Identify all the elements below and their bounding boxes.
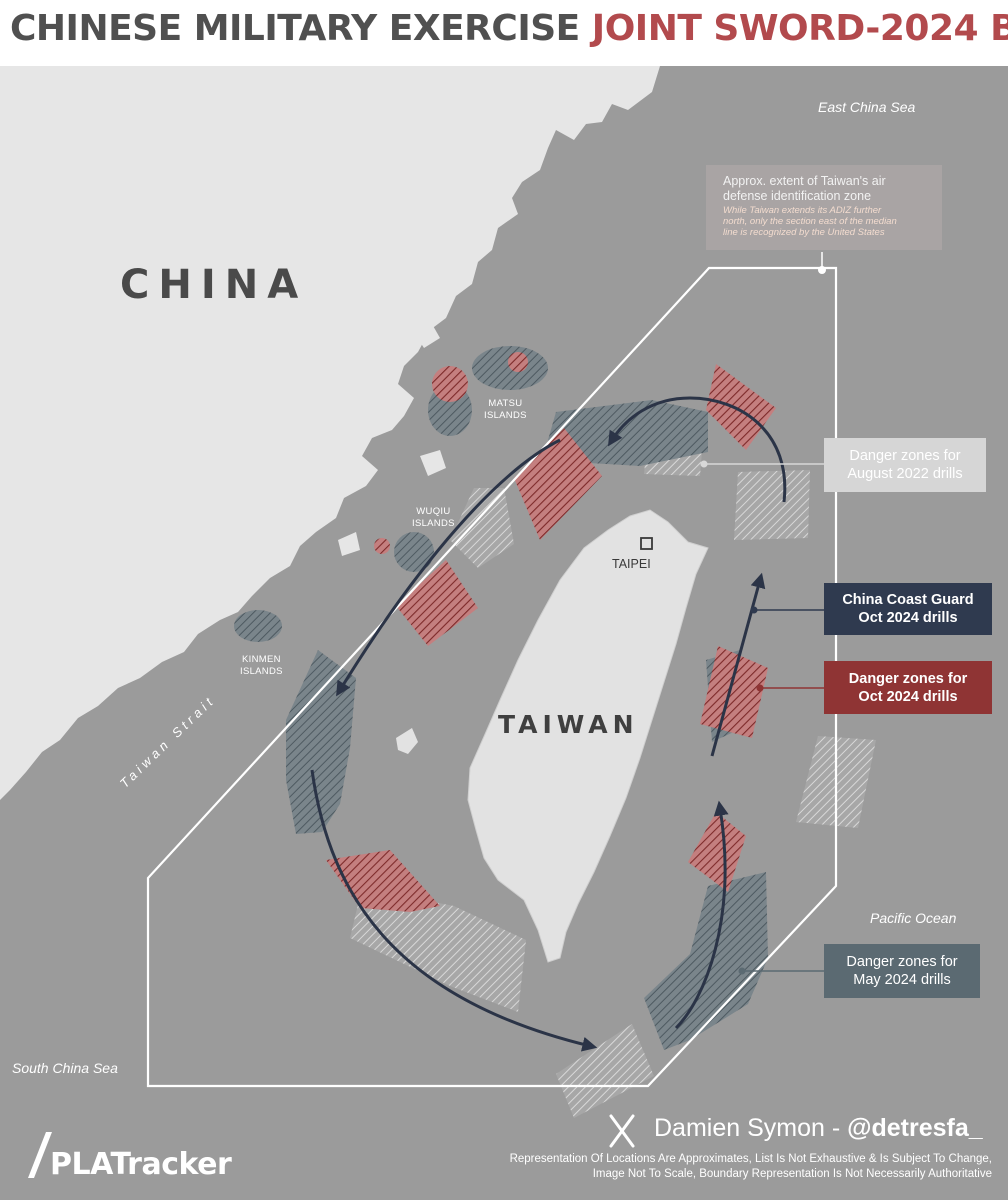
east-china-sea-label: East China Sea [818, 99, 916, 115]
wuqiu-islands-label: WUQIU ISLANDS [412, 506, 455, 530]
coast-guard-arrow-west [336, 438, 561, 697]
may2024-zone-southeast [644, 872, 768, 1050]
legend-coast-guard: China Coast Guard Oct 2024 drills [824, 583, 992, 635]
penghu-islands [396, 728, 418, 754]
platracker-brand: PLATracker [50, 1147, 232, 1182]
oct2024-zone-west [396, 560, 478, 646]
disclaimer-line-1: Representation Of Locations Are Approxim… [509, 1153, 992, 1165]
adiz-note-box: Approx. extent of Taiwan's air defense i… [706, 165, 942, 250]
legend-may2024-line-2: May 2024 drills [853, 972, 951, 988]
adiz-note-italic-line: north, only the section east of the medi… [723, 216, 897, 227]
coast-guard-arrow-southeast [674, 800, 729, 1030]
legend-aug2022: Danger zones for August 2022 drills [824, 438, 986, 492]
coast-guard-arrow-north [607, 396, 787, 503]
author-name: Damien Symon - [654, 1114, 848, 1142]
pacific-ocean-label: Pacific Ocean [870, 910, 957, 926]
adiz-note-italic-line: line is recognized by the United States [723, 227, 885, 238]
taiwan-label: TAIWAN [498, 710, 639, 739]
legend-leader-aug2022-dot [700, 460, 708, 468]
may2024-zone-north [548, 400, 708, 466]
title-bar: CHINESE MILITARY EXERCISE JOINT SWORD-20… [0, 0, 1008, 66]
author-handle: @detresfa_ [847, 1114, 983, 1142]
legend-leader-may2024-dot [738, 967, 746, 975]
legend-leader-oct2024-dot [756, 684, 764, 692]
legend-oct2024-line-1: Danger zones for [848, 670, 968, 687]
legend-oct2024-line-2: Oct 2024 drills [858, 688, 958, 705]
adiz-note-heading-line: defense identification zone [723, 189, 872, 203]
coastal-island [338, 532, 360, 556]
coast-guard-arrow-southwest [310, 769, 598, 1052]
china-landmass [0, 66, 660, 800]
coastal-island [412, 324, 440, 348]
platracker-logo-slash [28, 1132, 52, 1178]
legend-coast-guard-line-2: Oct 2024 drills [858, 610, 958, 626]
adiz-note-italic: While Taiwan extends its ADIZ further no… [706, 204, 942, 238]
title-part-1: CHINESE MILITARY EXERCISE [10, 8, 580, 49]
kinmen-islands-label: KINMEN ISLANDS [240, 654, 283, 678]
adiz-note-heading: Approx. extent of Taiwan's air defense i… [706, 165, 942, 204]
wuqiu-label-line-1: WUQIU [416, 506, 451, 517]
adiz-marker-dot [818, 266, 826, 274]
oct2024-zone-wuqiu [374, 538, 390, 554]
matsu-islands-label: MATSU ISLANDS [484, 398, 527, 422]
kinmen-label-line-2: ISLANDS [240, 666, 283, 677]
disclaimer: Representation Of Locations Are Approxim… [510, 1152, 992, 1182]
legend-may2024: Danger zones for May 2024 drills [824, 944, 980, 998]
adiz-note-heading-line: Approx. extent of Taiwan's air [723, 174, 886, 188]
oct2024-zone-matsu-2 [508, 352, 528, 372]
title-part-2: JOINT SWORD-2024 B [591, 8, 1008, 49]
legend-leader-coastguard-dot [750, 606, 758, 614]
oct2024-zone-northeast [706, 364, 776, 450]
page-title: CHINESE MILITARY EXERCISE JOINT SWORD-20… [10, 8, 1008, 49]
adiz-boundary [146, 266, 838, 1088]
aug2022-zone-northeast [734, 470, 810, 540]
legend-aug2022-line-2: August 2022 drills [847, 466, 963, 482]
matsu-label-line-1: MATSU [488, 398, 523, 409]
aug2022-zone-southwest [350, 888, 526, 1012]
author-credit: Damien Symon - @detresfa_ [654, 1114, 983, 1143]
oct2024-zone-matsu-1 [432, 366, 468, 402]
may2024-zone-kinmen [234, 610, 282, 642]
taipei-marker-icon [640, 537, 653, 550]
legend-may2024-line-1: Danger zones for [846, 954, 958, 970]
oct2024-zone-southeast [688, 812, 746, 892]
matsu-label-line-2: ISLANDS [484, 410, 527, 421]
oct2024-zone-east [700, 646, 768, 738]
wuqiu-label-line-2: ISLANDS [412, 518, 455, 529]
coastal-island [420, 450, 446, 476]
legend-oct2024: Danger zones for Oct 2024 drills [824, 661, 992, 714]
taiwan-island [467, 509, 709, 963]
legend-aug2022-line-1: Danger zones for [849, 448, 961, 464]
aug2022-zone-northwest [450, 488, 514, 568]
south-china-sea-label: South China Sea [12, 1060, 118, 1076]
legend-coast-guard-line-1: China Coast Guard [842, 592, 974, 608]
kinmen-label-line-1: KINMEN [242, 654, 281, 665]
china-label: CHINA [120, 262, 308, 308]
adiz-note-italic-line: While Taiwan extends its ADIZ further [723, 205, 882, 216]
may2024-zone-wuqiu [394, 532, 434, 572]
taipei-label: TAIPEI [612, 557, 651, 571]
x-logo-icon [609, 1114, 635, 1148]
disclaimer-line-2: Image Not To Scale, Boundary Representat… [592, 1168, 992, 1180]
aug2022-zone-south [556, 1024, 654, 1118]
